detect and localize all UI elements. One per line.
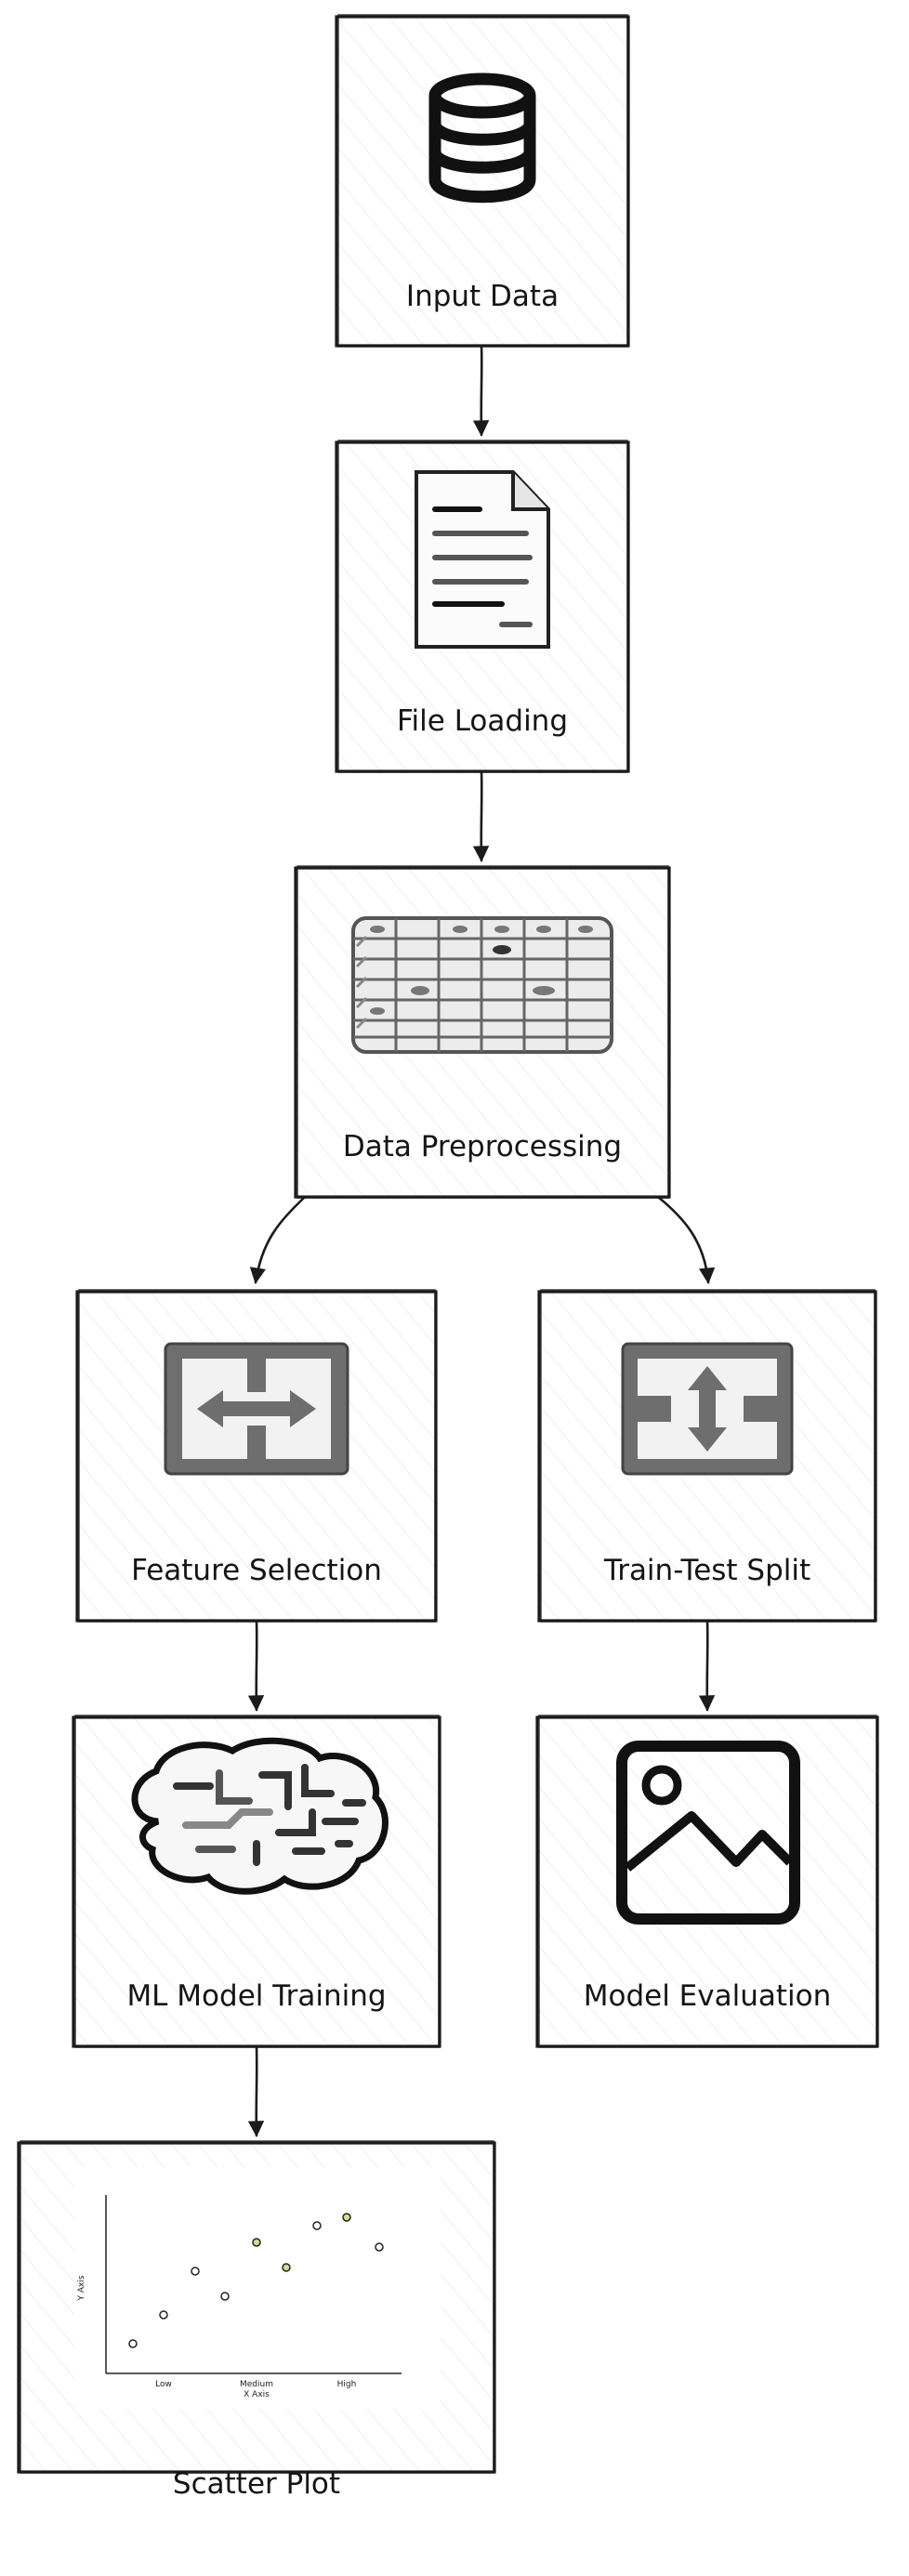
edge-split-to-evaluation [698,1619,716,1712]
scatter-point [252,2238,261,2247]
scatter-point [375,2242,384,2252]
image-icon [616,1741,800,1925]
horizontal-arrows-icon [164,1342,349,1476]
node-label: Train-Test Split [603,1554,810,1587]
x-axis-label: X Axis [244,2390,270,2399]
node-label: Scatter Plot [173,2467,340,2501]
document-icon [415,470,550,649]
node-label: ML Model Training [126,1979,386,2013]
scatter-point [191,2267,200,2276]
node-label: Model Evaluation [584,1979,832,2013]
node-input-data[interactable]: Input Data [335,14,630,348]
scatter-point [312,2221,322,2230]
edge-preprocessing-to-feature [249,1195,307,1284]
edge-preprocessing-to-split [656,1195,716,1284]
scatter-point [220,2292,230,2301]
node-scatter-plot[interactable]: Low Medium High X Axis Y Axis Scatter Pl… [17,2140,496,2501]
database-icon [428,72,536,204]
x-tick-label: Medium [240,2380,273,2389]
scatter-points [128,2213,384,2348]
scatter-point [128,2339,138,2348]
edge-input-to-file [472,344,490,437]
node-feature-selection[interactable]: Feature Selection [75,1289,438,1623]
edges [247,344,716,2137]
node-label: File Loading [397,704,568,738]
node-label: Input Data [406,280,559,313]
node-model-evaluation[interactable]: Model Evaluation [535,1715,879,2048]
vertical-arrows-icon [621,1342,794,1476]
node-label: Feature Selection [131,1554,382,1587]
node-data-preprocessing[interactable]: Data Preprocessing [294,865,671,1199]
node-label: Data Preprocessing [343,1130,622,1163]
node-train-test-split[interactable]: Train-Test Split [537,1289,877,1623]
x-tick-label: Low [155,2380,172,2389]
y-axis-label: Y Axis [77,2275,86,2301]
scatter-point [342,2213,351,2222]
x-tick-label: High [337,2380,357,2389]
brain-icon [131,1737,389,1895]
spreadsheet-icon [351,916,613,1054]
edge-file-to-preprocessing [472,769,490,862]
node-ml-model-training[interactable]: ML Model Training [72,1715,441,2048]
node-file-loading[interactable]: File Loading [335,440,630,773]
scatter-chart-icon: Low Medium High X Axis Y Axis [74,2167,441,2409]
scatter-point [159,2310,168,2320]
scatter-point [282,2263,291,2272]
